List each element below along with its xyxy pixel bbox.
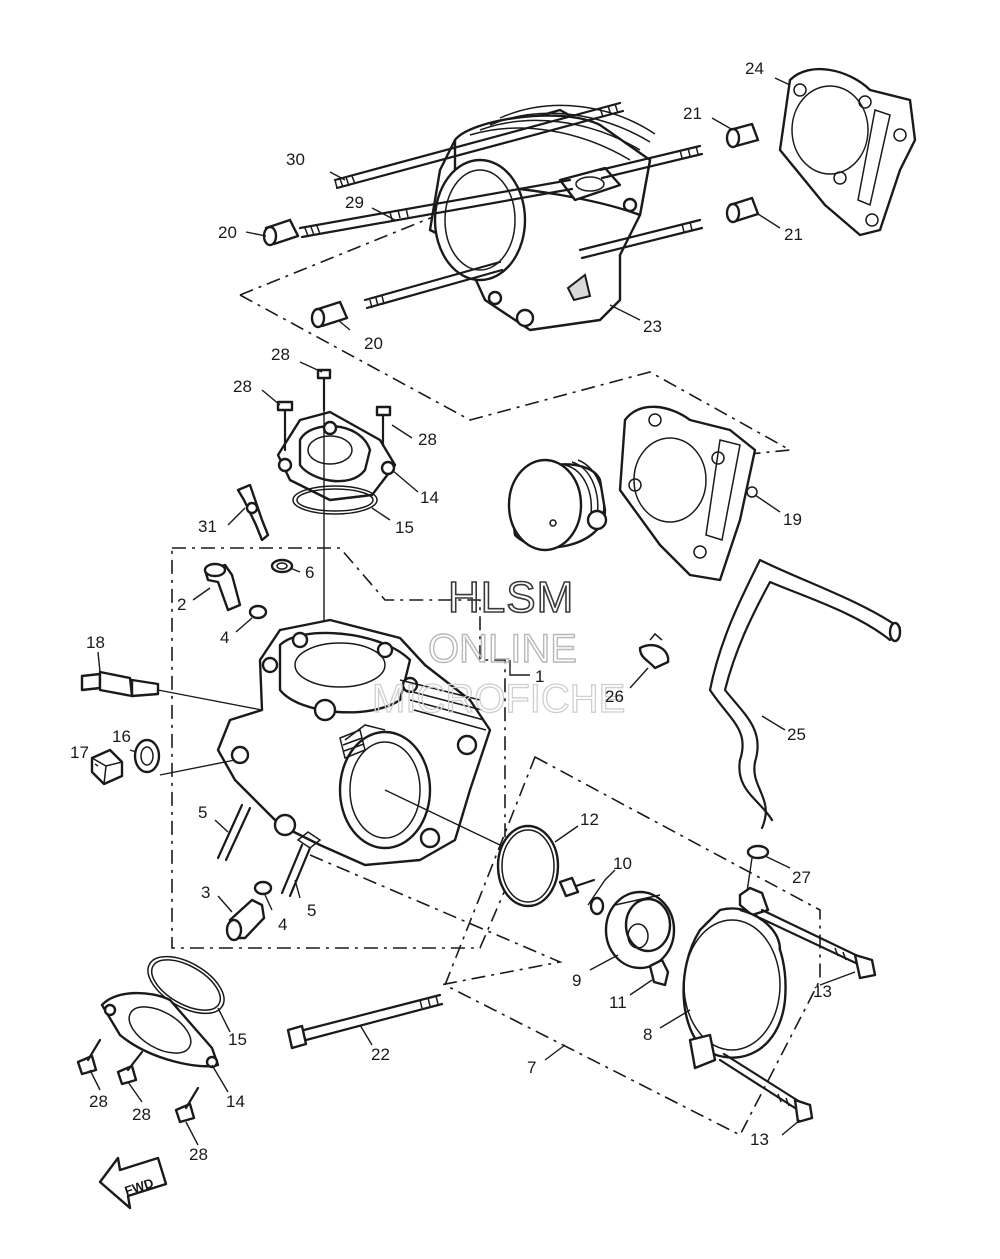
callout-28-lower-mid: 28 (132, 1105, 151, 1124)
callout-26: 26 (605, 687, 624, 706)
head-gasket (778, 67, 917, 237)
lower-gasket (76, 955, 225, 1124)
callout-24: 24 (745, 59, 764, 78)
piston (507, 458, 608, 552)
watermark: HLSM ONLINE MICROFICHE (371, 572, 626, 721)
long-bolt (286, 993, 444, 1050)
callout-13-upper: 13 (813, 982, 832, 1001)
callout-28-bottom: 28 (189, 1145, 208, 1164)
fwd-arrow-icon: FWD (98, 1156, 168, 1210)
callout-10: 10 (613, 854, 632, 873)
callout-6: 6 (305, 563, 314, 582)
cylinder-head (428, 104, 656, 332)
callout-11: 11 (609, 993, 627, 1012)
watermark-line-1: HLSM (448, 573, 574, 622)
callout-17: 17 (70, 743, 89, 762)
callout-18: 18 (86, 633, 105, 652)
callout-16: 16 (112, 727, 131, 746)
callout-23: 23 (643, 317, 662, 336)
callout-13-lower: 13 (750, 1130, 769, 1149)
leader-lines (89, 77, 856, 1146)
callout-28-top: 28 (271, 345, 290, 364)
base-gasket (618, 405, 758, 582)
watermark-line-2: ONLINE (428, 627, 577, 671)
callout-20-lower: 20 (364, 334, 383, 353)
water-hose (638, 558, 902, 906)
callout-12: 12 (580, 810, 599, 829)
callout-9: 9 (572, 971, 581, 990)
callout-5-lower: 5 (307, 901, 316, 920)
callout-28-right: 28 (418, 430, 437, 449)
callout-14-lower: 14 (226, 1092, 245, 1111)
callout-20-upper: 20 (218, 223, 237, 242)
callout-labels: 30 29 20 20 21 21 24 23 28 28 28 14 15 3… (70, 59, 832, 1164)
callout-21-upper: 21 (683, 104, 702, 123)
callout-31: 31 (198, 517, 217, 536)
callout-4-lower: 4 (278, 915, 287, 934)
callout-21-lower: 21 (784, 225, 803, 244)
callout-25: 25 (787, 725, 806, 744)
callout-14-upper: 14 (420, 488, 439, 507)
callout-1: 1 (535, 667, 544, 686)
callout-28-left: 28 (233, 377, 252, 396)
watermark-line-3: MICROFICHE (372, 677, 625, 721)
callout-2: 2 (177, 595, 186, 614)
callout-15-lower: 15 (228, 1030, 247, 1049)
callout-30: 30 (286, 150, 305, 169)
callout-28-lower-left: 28 (89, 1092, 108, 1111)
callout-7: 7 (527, 1058, 536, 1077)
callout-4-upper: 4 (220, 628, 229, 647)
thermostat-cover (276, 380, 397, 640)
studs-and-dowels (262, 101, 760, 329)
callout-22: 22 (371, 1045, 390, 1064)
callout-8: 8 (643, 1025, 652, 1044)
callout-15-upper: 15 (395, 518, 414, 537)
callout-5-upper: 5 (198, 803, 207, 822)
fittings (203, 483, 312, 942)
water-pump (384, 789, 877, 1124)
callout-3: 3 (201, 883, 210, 902)
callout-27: 27 (792, 868, 811, 887)
callout-19: 19 (783, 510, 802, 529)
spark-plug-and-plug (80, 670, 263, 786)
callout-29: 29 (345, 193, 364, 212)
cylinder-block (216, 618, 492, 867)
